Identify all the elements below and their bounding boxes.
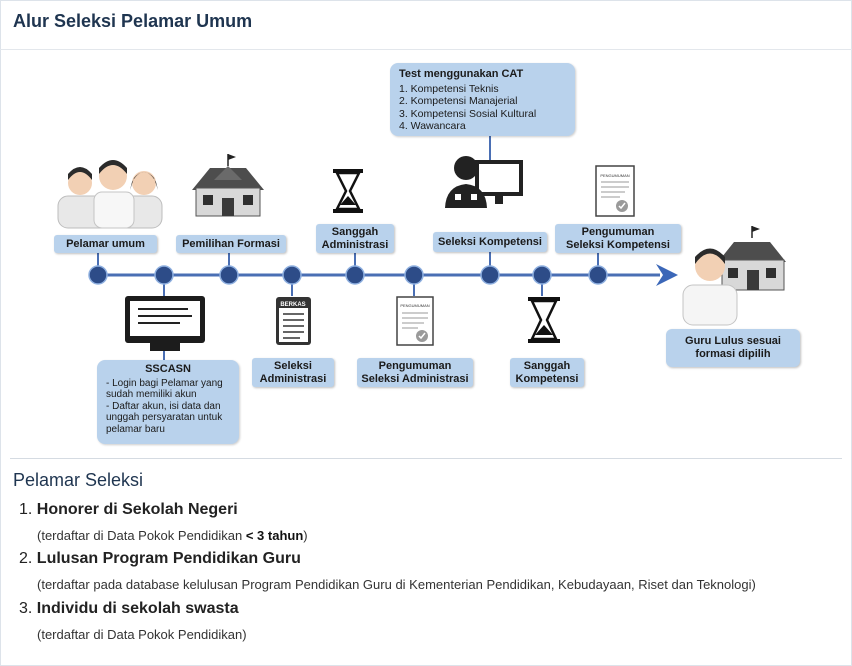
document-stamp-icon	[595, 165, 635, 217]
final-result-box: Guru Lulus sesuai formasi dipilih	[666, 329, 800, 367]
page-title: Alur Seleksi Pelamar Umum	[13, 11, 253, 31]
list-item: 1. Honorer di Sekolah Negeri	[19, 501, 238, 519]
sscasn-line-1: - Login bagi Pelamar yang	[106, 377, 223, 389]
desc-text: (terdaftar di Data Pokok Pendidikan	[37, 528, 246, 543]
berkas-label: BERKAS	[280, 302, 305, 308]
header-divider	[0, 49, 852, 50]
hourglass-icon-bottom	[528, 297, 560, 343]
teacher-school-icon	[682, 226, 786, 326]
list-item-label: Individu di sekolah swasta	[36, 600, 239, 617]
list-item-desc: (terdaftar di Data Pokok Pendidikan < 3 …	[37, 528, 308, 543]
sscasn-line-3: - Daftar akun, isi data dan	[106, 400, 221, 412]
clipboard-icon	[276, 297, 311, 345]
step-sanggah-kompetensi: Sanggah Kompetensi	[510, 358, 584, 387]
document-stamp-icon-bottom	[396, 296, 434, 346]
desc-bold: < 3 tahun	[245, 528, 304, 543]
doc-label-top: PENGUMUMAN	[600, 173, 629, 178]
sscasn-line-5: pelamar baru	[106, 423, 165, 435]
list-item: 2. Lulusan Program Pendidikan Guru	[19, 550, 301, 568]
step-sanggah-administrasi: Sanggah Administrasi	[316, 224, 394, 253]
section-divider	[10, 458, 842, 459]
flow-diagram: PENGUMUMAN BERKAS PENGUMUMAN	[57, 136, 786, 360]
timeline-arrowhead	[656, 264, 678, 286]
people-group-icon	[57, 160, 163, 229]
cat-callout-title: Test menggunakan CAT	[399, 68, 524, 80]
monitor-icon	[125, 296, 205, 351]
cat-item-3: 3. Kompetensi Sosial Kultural	[399, 107, 537, 120]
step-seleksi-kompetensi: Seleksi Kompetensi	[433, 232, 547, 252]
school-building-icon	[192, 154, 264, 217]
list-item-label: Honorer di Sekolah Negeri	[36, 501, 238, 518]
cat-callout: Test menggunakan CAT 1. Kompetensi Tekni…	[390, 63, 575, 136]
section-title: Pelamar Seleksi	[13, 470, 144, 490]
list-item: 3. Individu di sekolah swasta	[19, 600, 239, 618]
timeline-nodes	[88, 265, 608, 285]
cat-item-2: 2. Kompetensi Manajerial	[399, 95, 518, 107]
sscasn-callout: SSCASN - Login bagi Pelamar yang sudah m…	[97, 360, 239, 444]
step-pemilihan-formasi: Pemilihan Formasi	[176, 235, 286, 253]
list-item-label: Lulusan Program Pendidikan Guru	[36, 550, 301, 567]
step-seleksi-administrasi: Seleksi Administrasi	[252, 358, 334, 387]
sscasn-title: SSCASN	[145, 363, 191, 375]
step-pengumuman-seleksi-administrasi: Pengumuman Seleksi Administrasi	[357, 358, 473, 387]
step-pengumuman-seleksi-kompetensi: Pengumuman Seleksi Kompetensi	[555, 224, 681, 253]
list-item-desc: (terdaftar pada database kelulusan Progr…	[37, 577, 756, 592]
list-item-number: 3.	[19, 600, 33, 617]
desc-end: )	[303, 528, 308, 543]
list-item-desc: (terdaftar di Data Pokok Pendidikan)	[37, 627, 247, 642]
hourglass-icon	[333, 169, 363, 213]
list-item-number: 2.	[19, 550, 33, 567]
sscasn-line-4: unggah persyaratan untuk	[106, 412, 223, 423]
doc-label-bottom: PENGUMUMAN	[400, 303, 429, 308]
list-item-number: 1.	[19, 501, 33, 518]
step-pelamar-umum: Pelamar umum	[54, 235, 157, 253]
person-computer-icon	[445, 156, 523, 208]
sscasn-line-2: sudah memiliki akun	[106, 389, 197, 400]
cat-item-1: 1. Kompetensi Teknis	[399, 82, 499, 95]
cat-item-4: 4. Wawancara	[399, 120, 466, 132]
